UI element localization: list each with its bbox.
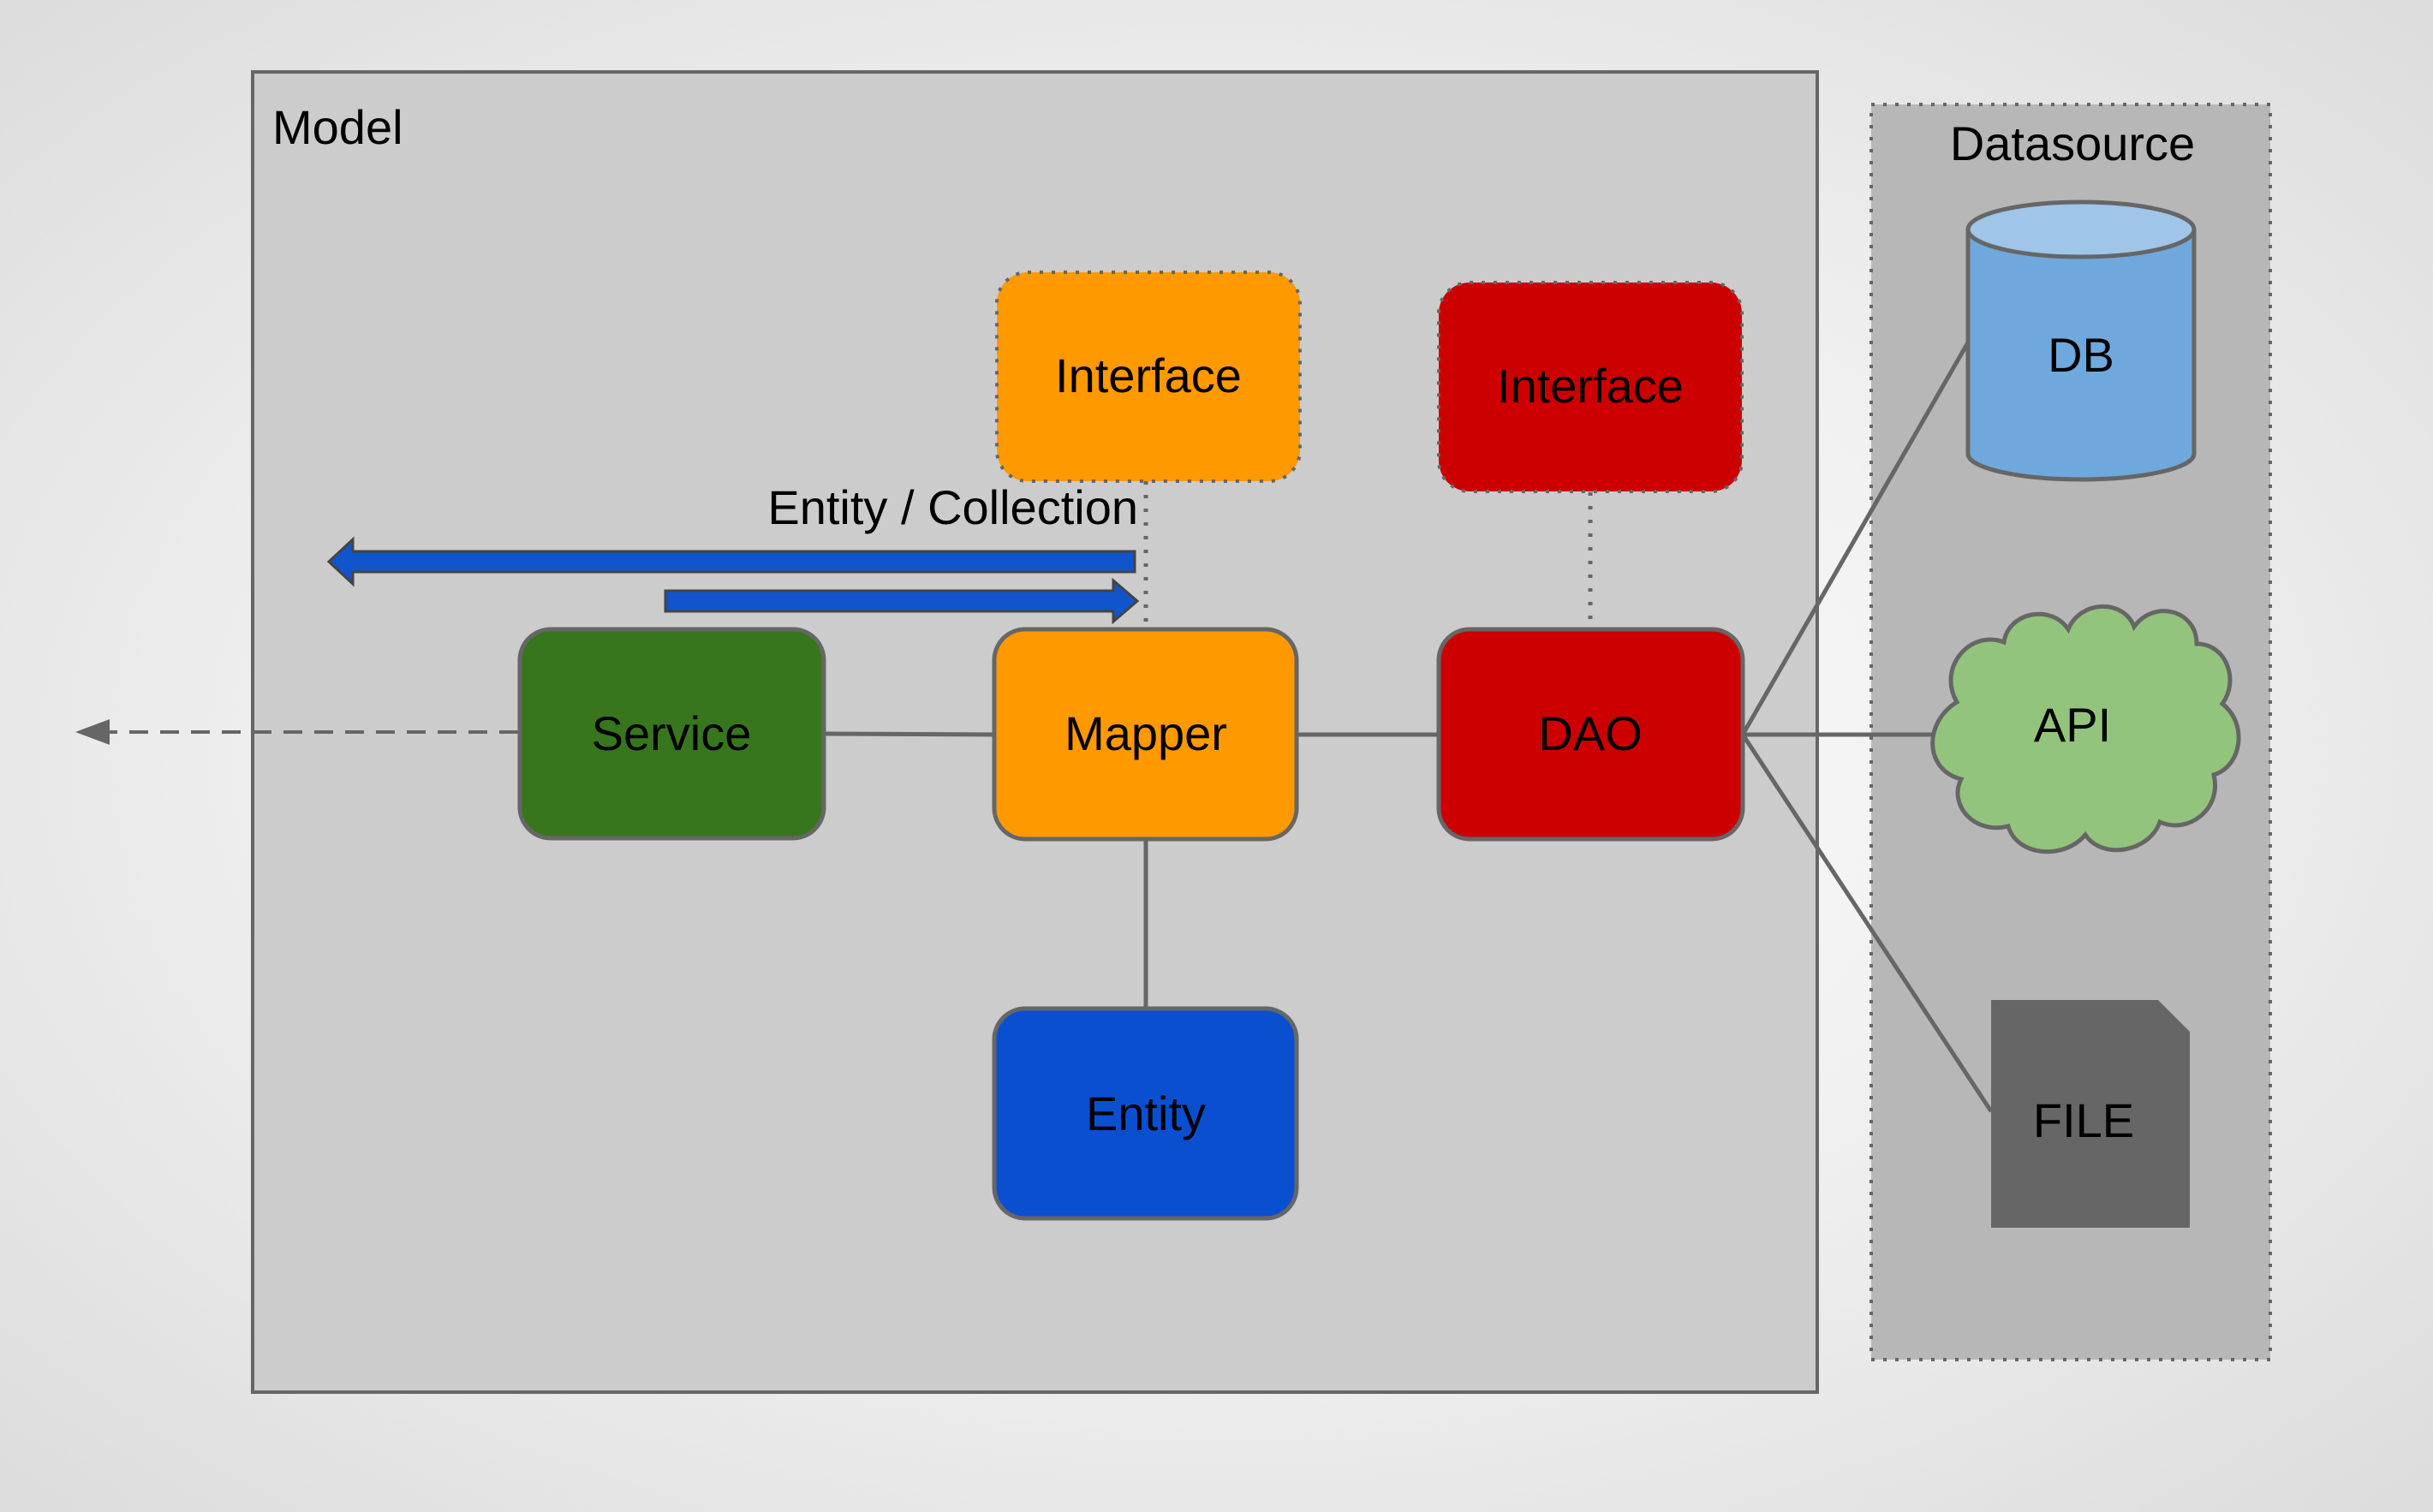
dao-interface-label: Interface (1497, 359, 1684, 413)
dao-interface-node: Interface (1437, 281, 1744, 493)
dao-file-connector (1740, 733, 1994, 1113)
mapper-interface-label: Interface (1055, 348, 1242, 402)
api-cloud-icon: API (1930, 604, 2241, 854)
dao-node: DAO (1436, 627, 1745, 842)
flow-arrow-left (326, 536, 1136, 587)
mapper-label: Mapper (1064, 706, 1227, 760)
external-output-arrow (75, 719, 518, 745)
service-label: Service (592, 706, 752, 760)
service-node: Service (517, 627, 826, 841)
service-mapper-connector (823, 731, 995, 737)
mapper-node: Mapper (992, 627, 1299, 842)
flow-arrow-right (664, 577, 1140, 625)
interface-links (1143, 481, 1593, 629)
entity-node: Entity (992, 1006, 1299, 1221)
api-label: API (2034, 698, 2111, 752)
mapper-interface-node: Interface (995, 271, 1302, 483)
dao-db-connector (1740, 341, 1971, 736)
entity-collection-flow: Entity / Collection (326, 480, 1140, 625)
file-document-icon: FILE (1991, 1000, 2190, 1228)
file-label: FILE (2033, 1093, 2134, 1147)
entity-label: Entity (1086, 1086, 1206, 1140)
model-label: Model (272, 100, 403, 154)
connectors (823, 341, 1994, 1113)
db-cylinder-icon: DB (1965, 199, 2197, 482)
db-label: DB (2048, 328, 2114, 382)
datasource-label: Datasource (1950, 116, 2195, 170)
dao-label: DAO (1538, 706, 1642, 760)
flow-label: Entity / Collection (767, 480, 1138, 534)
